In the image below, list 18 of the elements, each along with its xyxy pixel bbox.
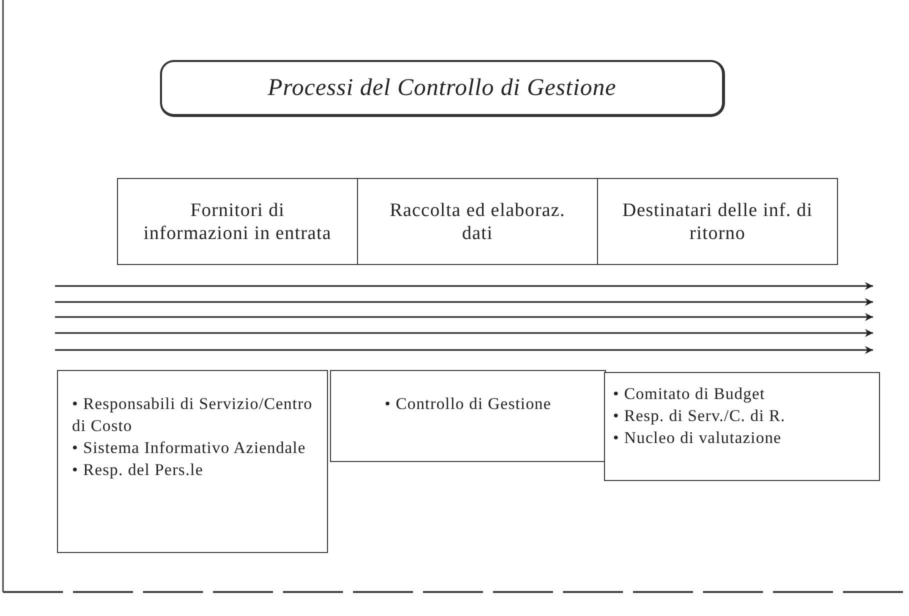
list-box: [330, 370, 606, 462]
list-item: • Responsabili di Servizio/Centro di Costo: [72, 393, 314, 437]
list-box: [57, 370, 328, 553]
list-item: • Sistema Informativo Aziendale: [72, 437, 307, 459]
list-item: • Resp. del Pers.le: [72, 459, 204, 481]
list-box: [604, 372, 880, 481]
title-text: Processi del Controllo di Gestione: [268, 77, 616, 99]
header-text: Raccolta ed elaboraz. dati: [388, 198, 566, 244]
list-item: • Resp. di Serv./C. di R.: [613, 405, 786, 427]
column-header-box: [117, 178, 358, 265]
column-header-box: [357, 178, 598, 265]
list-item: • Nucleo di valutazione: [613, 427, 782, 449]
title-box: [160, 60, 725, 117]
list-item: • Comitato di Budget: [613, 383, 766, 405]
header-text: Fornitori di informazioni in entrata: [142, 198, 332, 244]
list-item: • Controllo di Gestione: [384, 393, 552, 415]
header-text: Destinatari delle inf. di ritorno: [621, 198, 814, 244]
column-header-box: [597, 178, 838, 265]
